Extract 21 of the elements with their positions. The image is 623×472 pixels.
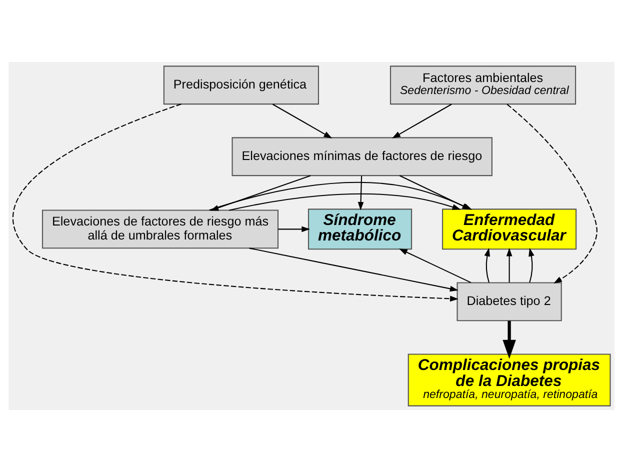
arrow: [278, 226, 310, 232]
arrow: [484, 248, 490, 283]
arrow: [398, 248, 472, 284]
arrow: [229, 193, 461, 211]
arrow: [506, 104, 598, 284]
arrow: [506, 248, 512, 282]
arrow: [392, 104, 452, 138]
node-box: Complicaciones propias de la Diabetes nefropatía, neuropatía, retinopatía: [408, 354, 611, 406]
node-box: Enfermedad Cardiovascular: [442, 208, 577, 250]
node-box: Elevaciones mínimas de factores de riesgo: [232, 137, 492, 176]
node-box: Síndrome metabólico: [308, 208, 412, 250]
arrow: [358, 176, 364, 210]
node-box: Diabetes tipo 2: [456, 282, 562, 322]
arrow: [12, 104, 458, 302]
arrow: [528, 248, 534, 283]
arrow: [502, 320, 516, 359]
arrow: [249, 248, 458, 292]
node-box: Factores ambientales Sedenterismo - Obesidad central: [390, 66, 576, 105]
node-box: Elevaciones de factores de riesgo más allá de umbrales formales: [42, 210, 279, 249]
arrow: [272, 104, 332, 138]
node-box: Predisposición genética: [163, 66, 319, 105]
